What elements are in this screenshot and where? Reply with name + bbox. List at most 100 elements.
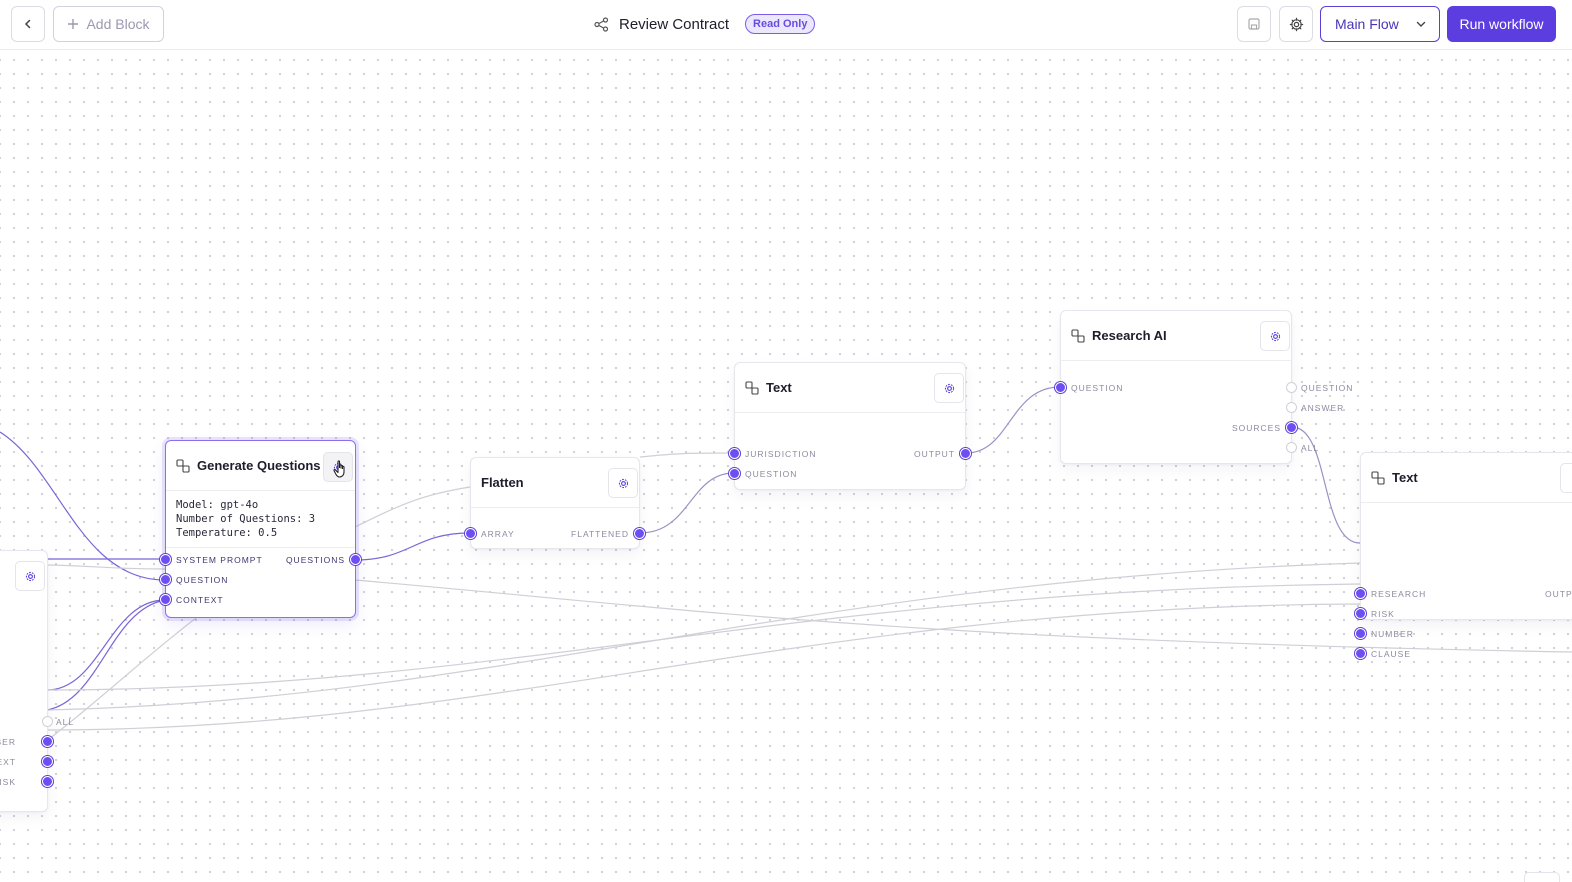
port-output-output[interactable] bbox=[960, 448, 971, 459]
port-input-jurisdiction[interactable] bbox=[729, 448, 740, 459]
port-input-number[interactable] bbox=[1355, 628, 1366, 639]
text-block-icon bbox=[1371, 470, 1385, 485]
port-input-research[interactable] bbox=[1355, 588, 1366, 599]
chevron-left-icon bbox=[24, 19, 31, 29]
workflow-canvas[interactable]: ALL NUMBER AL_TEXT RISK Generate Questio… bbox=[0, 50, 1572, 882]
gear-icon bbox=[618, 478, 628, 488]
llm-block-icon bbox=[176, 458, 190, 473]
node-title: Text bbox=[766, 380, 792, 395]
node-settings-button[interactable] bbox=[1260, 321, 1290, 351]
node-partial-left[interactable]: ALL NUMBER AL_TEXT RISK bbox=[0, 550, 73, 812]
gear-icon bbox=[25, 571, 35, 581]
port-label-all: ALL bbox=[56, 717, 75, 727]
node-settings-button[interactable] bbox=[608, 468, 638, 498]
node-header: Text bbox=[735, 363, 965, 413]
port-output-all[interactable] bbox=[42, 716, 53, 727]
port-label-questions: QUESTIONS bbox=[285, 555, 345, 565]
edge bbox=[46, 603, 1361, 731]
gear-icon bbox=[1289, 17, 1303, 31]
port-input-system-prompt[interactable] bbox=[160, 554, 171, 565]
config-line: Model: gpt-4o bbox=[176, 499, 259, 511]
edge bbox=[46, 564, 166, 570]
node-settings-button[interactable] bbox=[934, 373, 964, 403]
port-label-flattened: FLATTENED bbox=[571, 529, 629, 539]
flow-select[interactable]: Main Flow bbox=[1320, 6, 1440, 42]
config-line: Temperature: 0.5 bbox=[176, 527, 278, 539]
add-block-button[interactable]: Add Block bbox=[53, 6, 164, 42]
node-research-ai[interactable]: Research AI QUESTION QUESTION ANSWER SOU… bbox=[1055, 310, 1352, 464]
port-output-sources[interactable] bbox=[1286, 422, 1297, 433]
node-flatten[interactable]: Flatten ARRAY FLATTENED bbox=[465, 457, 645, 549]
edge bbox=[46, 599, 166, 711]
port-label-question: QUESTION bbox=[1071, 383, 1124, 393]
port-output-all[interactable] bbox=[1286, 442, 1297, 453]
port-label-out-question: QUESTION bbox=[1301, 383, 1354, 393]
port-label-question: QUESTION bbox=[176, 575, 229, 585]
edge bbox=[965, 386, 1061, 454]
port-output-flattened[interactable] bbox=[634, 528, 645, 539]
port-label-clause: CLAUSE bbox=[1371, 649, 1412, 659]
port-output-number[interactable] bbox=[42, 736, 53, 747]
port-label-jurisdiction: JURISDICTION bbox=[745, 449, 817, 459]
gear-icon bbox=[1270, 331, 1280, 341]
port-output-al-text[interactable] bbox=[42, 756, 53, 767]
divider bbox=[166, 547, 355, 548]
flow-select-value: Main Flow bbox=[1335, 16, 1399, 32]
node-header: Text bbox=[1361, 453, 1572, 503]
node-title: Text bbox=[1392, 470, 1418, 485]
port-input-question[interactable] bbox=[729, 468, 740, 479]
chevron-down-icon bbox=[1416, 21, 1426, 27]
port-output-risk[interactable] bbox=[42, 776, 53, 787]
port-input-clause[interactable] bbox=[1355, 648, 1366, 659]
node-title: Generate Questions bbox=[197, 458, 321, 473]
canvas-controls-button[interactable] bbox=[1524, 872, 1560, 882]
port-label-answer: ANSWER bbox=[1301, 403, 1345, 413]
plus-icon bbox=[68, 19, 79, 29]
read-only-badge: Read Only bbox=[745, 14, 816, 34]
port-label-system-prompt: SYSTEM PROMPT bbox=[176, 555, 263, 565]
port-output-question[interactable] bbox=[1286, 382, 1297, 393]
port-input-question[interactable] bbox=[1055, 382, 1066, 393]
node-title: Flatten bbox=[481, 475, 524, 490]
add-block-label: Add Block bbox=[86, 16, 150, 32]
port-label-all: ALL bbox=[1301, 443, 1320, 453]
port-input-array[interactable] bbox=[465, 528, 476, 539]
workflow-title: Review Contract Read Only bbox=[594, 12, 816, 36]
port-label-risk: RISK bbox=[0, 777, 16, 787]
port-input-question[interactable] bbox=[160, 574, 171, 585]
port-label-sources: SOURCES bbox=[1231, 423, 1281, 433]
port-label-al-text: AL_TEXT bbox=[0, 757, 16, 767]
top-bar: Add Block Review Contract Read Only Main… bbox=[0, 0, 1572, 50]
port-label-output: OUTP bbox=[1545, 589, 1572, 599]
port-input-context[interactable] bbox=[160, 594, 171, 605]
node-settings-button[interactable] bbox=[1560, 463, 1572, 493]
edge bbox=[46, 599, 166, 691]
node-text-2[interactable]: Text RESEARCH RISK NUMBER CLAUSE OUTP bbox=[1355, 452, 1572, 659]
gear-icon bbox=[944, 383, 954, 393]
node-text-1[interactable]: Text JURISDICTION QUESTION OUTPUT bbox=[729, 362, 971, 490]
settings-button[interactable] bbox=[1279, 6, 1313, 42]
save-icon bbox=[1248, 18, 1260, 30]
port-input-risk[interactable] bbox=[1355, 608, 1366, 619]
node-settings-button[interactable] bbox=[15, 561, 45, 591]
page-title: Review Contract bbox=[619, 15, 730, 33]
edge bbox=[354, 486, 471, 528]
run-workflow-button[interactable]: Run workflow bbox=[1447, 6, 1556, 42]
edge bbox=[639, 452, 735, 458]
edge bbox=[354, 532, 471, 561]
port-output-answer[interactable] bbox=[1286, 402, 1297, 413]
port-output-questions[interactable] bbox=[350, 554, 361, 565]
node-title: Research AI bbox=[1092, 328, 1167, 343]
port-label-array: ARRAY bbox=[481, 529, 515, 539]
port-label-research: RESEARCH bbox=[1371, 589, 1427, 599]
edge bbox=[639, 472, 735, 534]
save-button[interactable] bbox=[1237, 6, 1271, 42]
pointer-cursor-icon bbox=[333, 460, 345, 478]
port-label-output: OUTPUT bbox=[914, 449, 955, 459]
port-label-risk: RISK bbox=[1371, 609, 1395, 619]
port-label-number: NUMBER bbox=[1371, 629, 1414, 639]
back-button[interactable] bbox=[11, 6, 45, 42]
port-label-number: NUMBER bbox=[0, 737, 16, 747]
